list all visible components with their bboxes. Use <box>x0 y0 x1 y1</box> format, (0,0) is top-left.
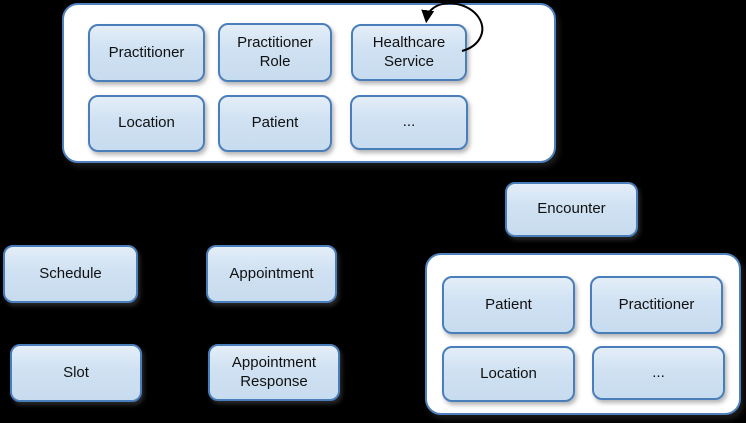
node-patient: Patient <box>218 95 332 152</box>
node-practitioner: Practitioner <box>88 24 205 82</box>
bottom-right-resource-group: Patient Practitioner Location ... <box>425 253 741 415</box>
node-patient-br: Patient <box>442 276 575 334</box>
node-practitioner-role: Practitioner Role <box>218 23 332 82</box>
node-slot: Slot <box>10 344 142 402</box>
node-ellipsis-br: ... <box>592 346 725 400</box>
node-ellipsis: ... <box>350 95 468 150</box>
node-appointment-response: Appointment Response <box>208 344 340 401</box>
node-encounter: Encounter <box>505 182 638 237</box>
self-loop-label: offeredIn <box>484 13 543 30</box>
node-location: Location <box>88 95 205 152</box>
top-resource-group: Practitioner Practitioner Role Healthcar… <box>62 3 556 163</box>
node-schedule: Schedule <box>3 245 138 303</box>
node-appointment: Appointment <box>206 245 337 303</box>
node-healthcare-service: Healthcare Service <box>351 24 467 81</box>
node-practitioner-br: Practitioner <box>590 276 723 334</box>
node-location-br: Location <box>442 346 575 402</box>
